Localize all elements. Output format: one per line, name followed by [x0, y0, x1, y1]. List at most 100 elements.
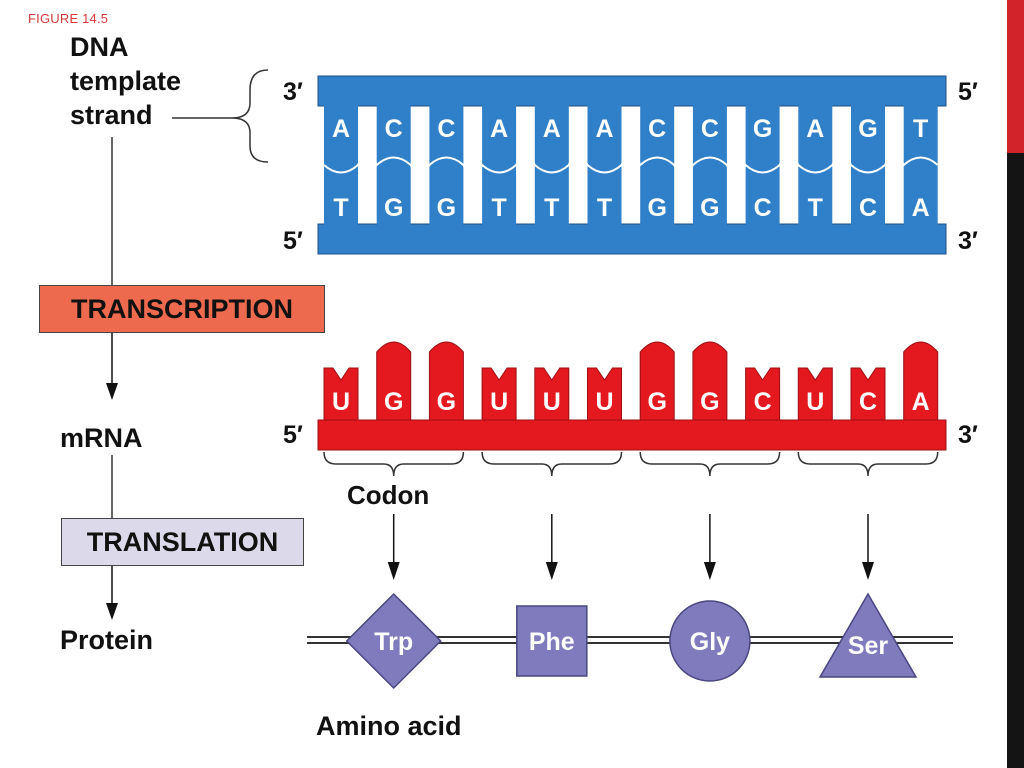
dna-base-column [903, 105, 938, 225]
dna-template-base: C [648, 115, 666, 143]
dna-template-base: A [490, 115, 508, 143]
codon-brace [797, 451, 939, 477]
dna-template-base: A [806, 115, 824, 143]
dna-template-base: A [543, 115, 561, 143]
mrna-base: U [543, 388, 561, 416]
hydrogen-bond-line [323, 154, 939, 176]
dna-complement-base: G [437, 194, 456, 222]
side-bar-red [1007, 0, 1024, 153]
dna-template-base: A [332, 115, 350, 143]
dna-template-base: G [753, 115, 772, 143]
mrna-base: U [332, 388, 350, 416]
mrna-base-column [323, 367, 359, 422]
dna-top-left-end-label: 3′ [283, 78, 303, 106]
dna-brace [231, 69, 269, 163]
mrna-base: U [806, 388, 824, 416]
translation-box: TRANSLATION [61, 518, 304, 566]
mrna-base-column [587, 367, 622, 422]
codon-arrowhead [545, 562, 558, 580]
dna-complement-base: T [544, 194, 559, 222]
amino-acid-label: Amino acid [316, 711, 462, 741]
mrna-base-column [639, 341, 675, 422]
mrna-base: C [859, 388, 877, 416]
dna-template-base: C [701, 115, 719, 143]
mrna-base: A [912, 388, 930, 416]
mrna-base: C [754, 388, 772, 416]
mrna-right-end-label: 3′ [958, 421, 978, 449]
mrna-base-column [745, 367, 781, 422]
dna-complement-base: G [384, 194, 403, 222]
dna-complement-base: G [700, 194, 719, 222]
amino-acid-name: Ser [848, 632, 889, 660]
mrna-base: G [437, 388, 456, 416]
mrna-backbone [317, 419, 947, 451]
dna-top-backbone [317, 75, 947, 107]
dna-base-column [798, 105, 833, 225]
dna-bottom-right-end-label: 3′ [958, 227, 978, 255]
codon-arrowhead [387, 562, 400, 580]
dna-label-line-1: DNA [70, 32, 129, 62]
mrna-base-column [428, 341, 464, 422]
dna-base-column [376, 105, 411, 225]
arrowhead-to-mrna [106, 383, 118, 400]
dna-complement-base: T [491, 194, 506, 222]
dna-label-line-3: strand [70, 100, 153, 130]
amino-acid-name: Gly [690, 628, 730, 656]
mrna-base-column [692, 341, 728, 422]
mrna-base-column [903, 341, 939, 422]
codon-brace [481, 451, 623, 477]
dna-base-column [534, 105, 569, 225]
transcription-box: TRANSCRIPTION [39, 285, 325, 333]
figure-label: FIGURE 14.5 [28, 11, 109, 26]
arrowhead-to-protein [106, 603, 118, 620]
mrna-base-column [797, 367, 833, 422]
dna-complement-base: A [912, 194, 930, 222]
codon-label: Codon [347, 480, 430, 510]
dna-complement-base: T [808, 194, 823, 222]
dna-base-column [692, 105, 727, 225]
mrna-base: G [700, 388, 719, 416]
dna-template-base: G [858, 115, 877, 143]
protein-label: Protein [60, 625, 154, 655]
amino-acid-name: Trp [374, 628, 413, 656]
dna-template-strand-label: DNA template strand [70, 30, 181, 132]
amino-acid-shape-phe [516, 605, 588, 677]
mrna-label: mRNA [60, 423, 143, 453]
mrna-left-end-label: 5′ [283, 421, 303, 449]
dna-complement-base: T [333, 194, 348, 222]
dna-base-column [745, 105, 780, 225]
dna-base-column [324, 105, 358, 225]
codon-arrowhead [862, 562, 874, 580]
dna-template-base: T [913, 115, 928, 143]
amino-acid-shape-ser [818, 592, 918, 678]
dna-label-line-2: template [70, 66, 182, 96]
codon-brace [639, 451, 781, 477]
side-bar-dark [1007, 0, 1024, 768]
mrna-base-column [850, 367, 886, 422]
dna-base-column [429, 105, 464, 225]
dna-base-column [851, 105, 885, 225]
mrna-base-column [481, 367, 517, 422]
dna-template-base: A [595, 115, 613, 143]
dna-base-column [587, 105, 622, 225]
dna-complement-base: T [597, 194, 612, 222]
mrna-base: U [595, 388, 613, 416]
dna-template-base: C [385, 115, 403, 143]
dna-bottom-left-end-label: 5′ [283, 227, 303, 255]
dna-complement-base: C [859, 194, 877, 222]
dna-top-right-end-label: 5′ [958, 78, 978, 106]
amino-acid-shape-gly [669, 600, 751, 682]
mrna-base-column [376, 341, 412, 422]
amino-acid-shape-trp [345, 592, 442, 690]
dna-base-column [640, 105, 675, 225]
codon-arrowhead [703, 562, 716, 580]
mrna-base: U [490, 388, 508, 416]
dna-bottom-backbone [317, 223, 947, 255]
mrna-base: G [647, 388, 666, 416]
mrna-base: G [384, 388, 403, 416]
codon-brace [323, 451, 465, 477]
dna-base-column [482, 105, 517, 225]
